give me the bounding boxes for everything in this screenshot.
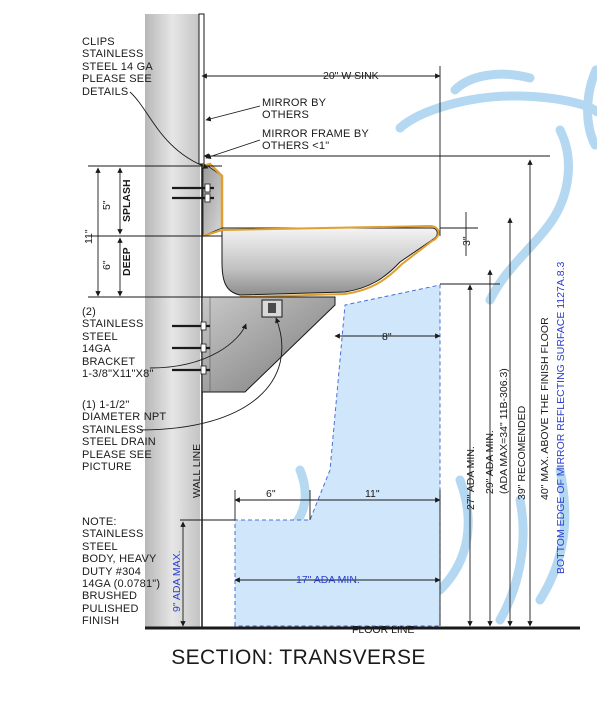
note-line: STAINLESS [82, 48, 144, 61]
note-body: NOTE: STAINLESS STEEL BODY, HEAVY DUTY #… [82, 516, 160, 628]
dim-rim-offset: 3" [461, 236, 473, 246]
note-line: STEEL [82, 540, 118, 553]
note-line: DETAILS [82, 85, 129, 98]
sink-bowl [221, 227, 438, 296]
note-line: STAINLESS [82, 528, 144, 541]
bolt-head-icon [200, 183, 211, 375]
note-line: (2) [82, 306, 97, 318]
dim-knee-height: 27" ADA MIN. [465, 446, 477, 510]
dim-recommended: 39" RECOMENDED [516, 405, 528, 500]
dim-knee-depth: 8" [382, 331, 392, 343]
watermark-swoosh [285, 65, 597, 625]
note-line: STEEL 14 GA [82, 60, 153, 73]
dim-bowl-depth: 6" [101, 260, 113, 270]
sink-rim-trim [202, 224, 440, 298]
note-line: (1) 1-1/2" [82, 399, 130, 411]
label-wall-line: WALL LINE [191, 444, 203, 498]
dim-total-height: 11" [83, 229, 95, 244]
note-line: STAINLESS [82, 423, 144, 436]
note-line: MIRROR FRAME BY [262, 128, 369, 140]
note-line: STEEL [82, 330, 118, 343]
dim-mirror-height-1: 40" MAX. ABOVE THE FINISH FLOOR [539, 317, 551, 500]
dim-toe-height: 9" ADA MAX. [171, 550, 183, 612]
wall [145, 14, 200, 628]
note-line: NOTE: [82, 516, 117, 528]
note-mirror-frame: MIRROR FRAME BY OTHERS <1" [262, 128, 369, 153]
leader-lines [129, 91, 283, 431]
dim-sink-width: 20" W SINK [323, 70, 379, 82]
dim-rim-height-2: (ADA MAX=34" 11B-306.3) [498, 368, 510, 494]
sink-bracket [201, 296, 336, 393]
section-title: SECTION: TRANSVERSE [171, 646, 426, 669]
note-line: OTHERS <1" [262, 140, 330, 153]
dimension-lines [88, 66, 550, 627]
note-line: DUTY #304 [82, 565, 142, 578]
note-line: PULISHED [82, 602, 139, 615]
note-line: STAINLESS [82, 318, 144, 331]
note-line: OTHERS [262, 109, 310, 122]
ada-clearance-zone [234, 284, 441, 627]
dim-splash-height: 5" [101, 200, 113, 210]
dim-mirror-height-2: BOTTOM EDGE OF MIRROR REFLECTING SURFACE… [555, 262, 567, 574]
note-line: DIAMETER NPT [82, 411, 167, 424]
note-line: 14GA (0.0781") [82, 578, 161, 591]
drain-icon [261, 299, 283, 318]
label-floor-line: FLOOR LINE [352, 624, 414, 636]
note-line: BODY, HEAVY [82, 553, 157, 566]
note-line: 14GA [82, 343, 111, 356]
note-line: PICTURE [82, 461, 132, 474]
note-line: 1-3/8"X11"X8" [82, 368, 154, 381]
label-splash: SPLASH [121, 179, 133, 222]
note-line: BRUSHED [82, 590, 138, 603]
note-bracket: (2) STAINLESS STEEL 14GA BRACKET 1-3/8"X… [82, 306, 154, 380]
note-line: FINISH [82, 615, 120, 628]
note-line: BRACKET [82, 355, 136, 368]
label-deep: DEEP [121, 247, 133, 276]
note-line: CLIPS [82, 36, 115, 48]
note-mirror-by: MIRROR BY OTHERS [262, 97, 326, 122]
dim-toe-depth: 6" [266, 488, 276, 500]
dim-knee-clear: 11" [365, 488, 380, 500]
mirror [198, 13, 205, 165]
note-clips: CLIPS STAINLESS STEEL 14 GA PLEASE SEE D… [82, 36, 153, 98]
note-line: PLEASE SEE [82, 73, 152, 86]
dim-floor-clear: 17" ADA MIN. [296, 574, 360, 586]
note-line: PLEASE SEE [82, 448, 152, 461]
note-drain: (1) 1-1/2" DIAMETER NPT STAINLESS STEEL … [82, 399, 166, 473]
dim-rim-height-1: 29" ADA MIN. [484, 430, 496, 494]
note-line: STEEL DRAIN [82, 436, 156, 449]
note-line: MIRROR BY [262, 97, 327, 109]
